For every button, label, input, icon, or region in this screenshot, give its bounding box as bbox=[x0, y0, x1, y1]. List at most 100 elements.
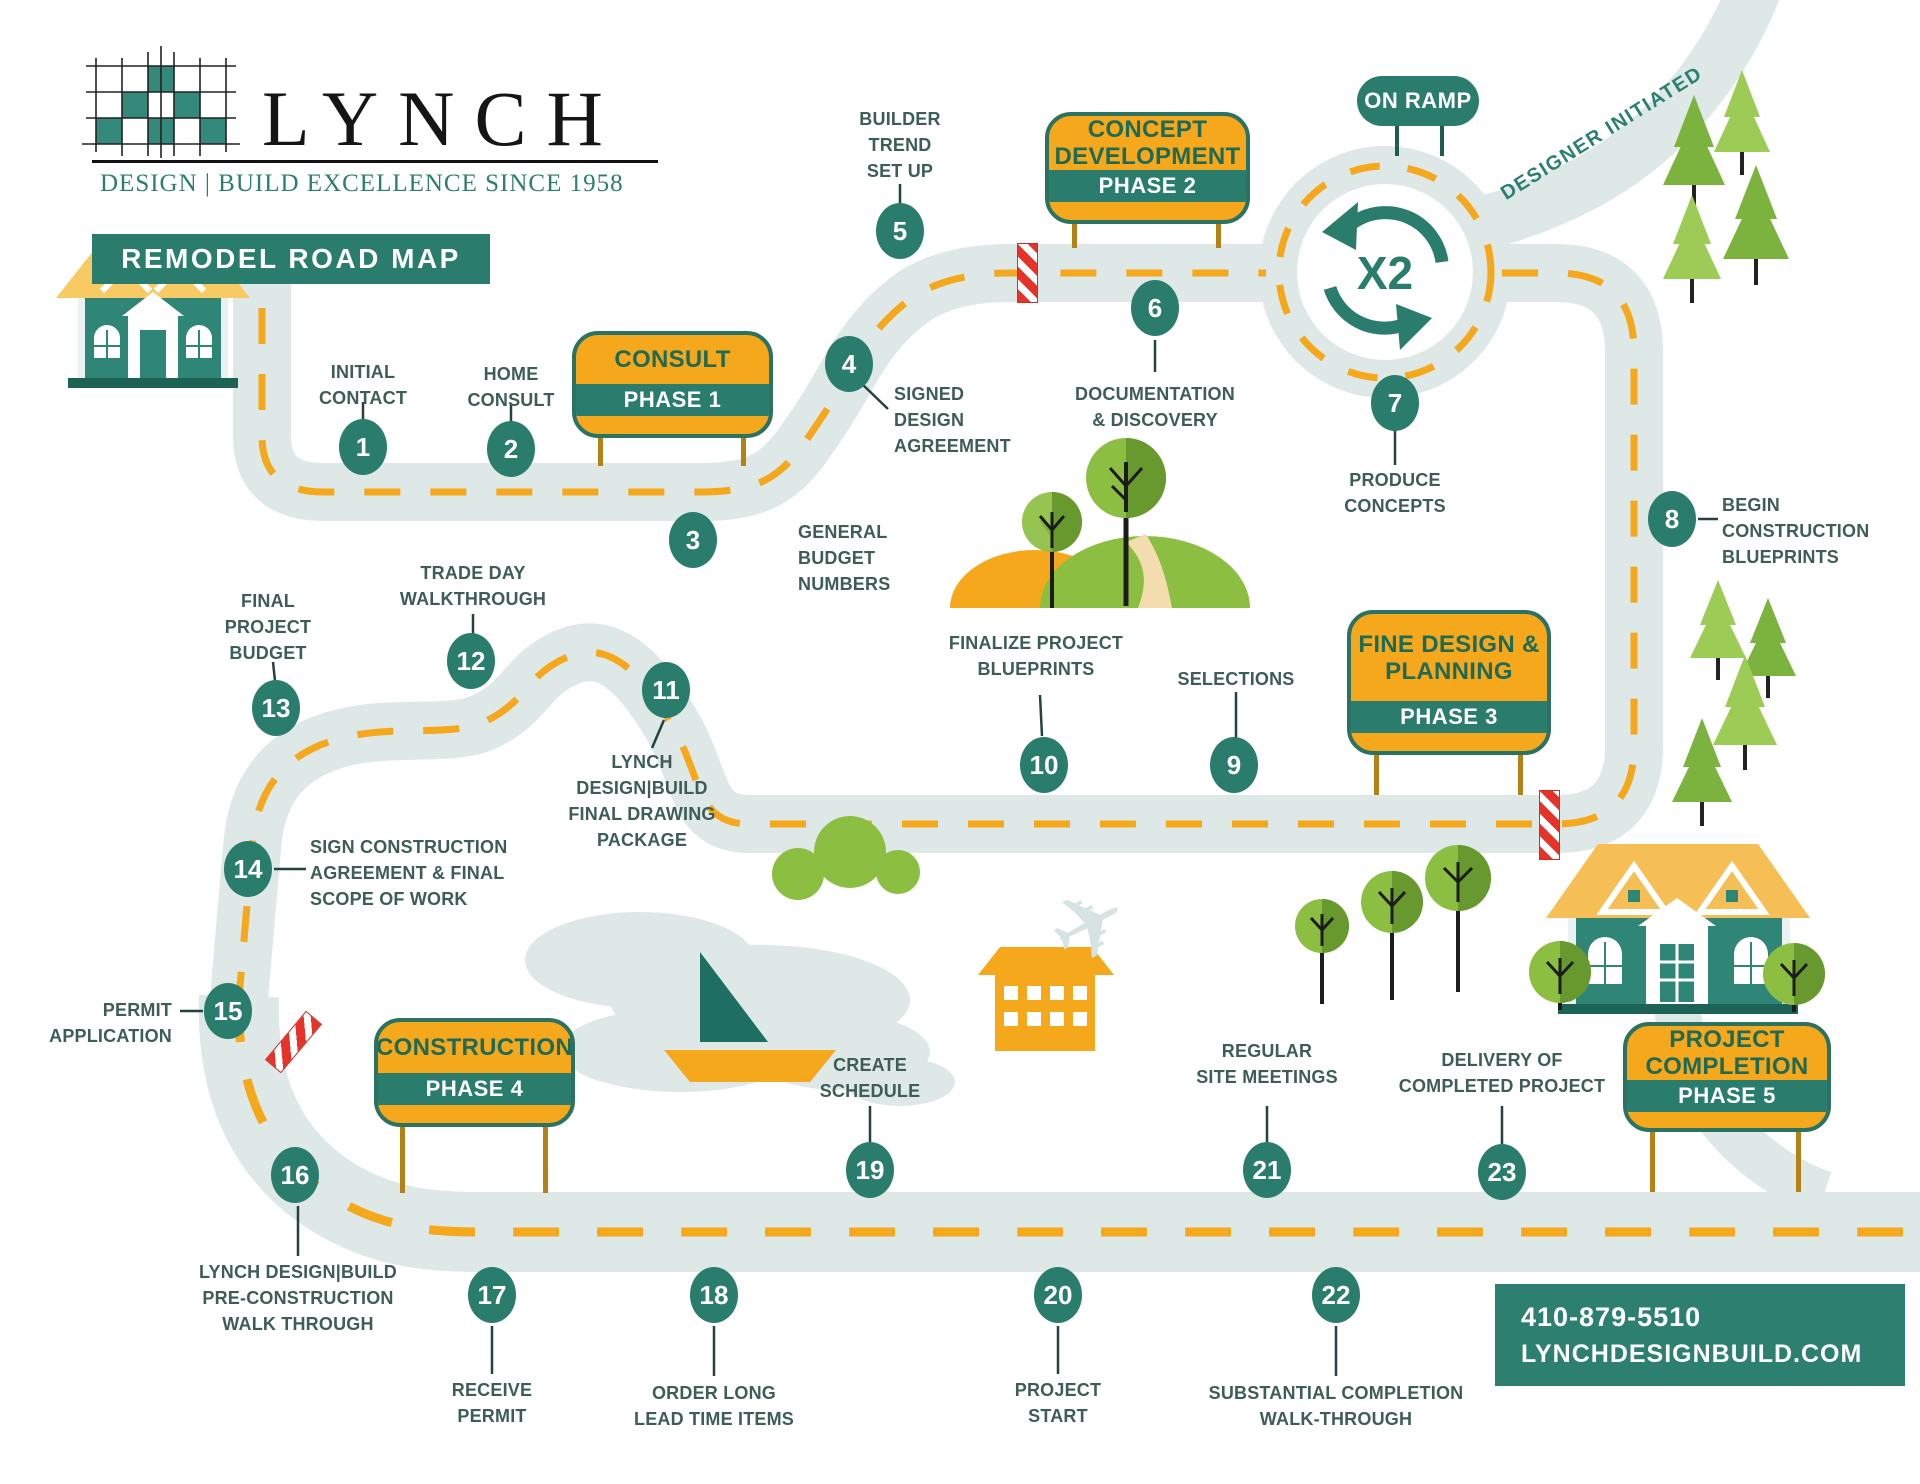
contact-footer: 410-879-5510 LYNCHDESIGNBUILD.COM bbox=[1495, 1284, 1905, 1386]
step-label-18: ORDER LONG LEAD TIME ITEMS bbox=[634, 1383, 794, 1429]
phase-5-sign: PROJECT COMPLETION PHASE 5 bbox=[1623, 1022, 1831, 1132]
step-label-11: LYNCH DESIGN|BUILD FINAL DRAWING PACKAGE bbox=[568, 752, 716, 850]
round-tree-icon bbox=[1022, 492, 1082, 608]
pine-trees-top-right bbox=[1663, 70, 1789, 303]
step-label-16: LYNCH DESIGN|BUILD PRE-CONSTRUCTION WALK… bbox=[199, 1262, 397, 1334]
step-circle-23: 23 bbox=[1478, 1144, 1526, 1200]
step-circle-17: 17 bbox=[468, 1267, 516, 1323]
sailboat-icon bbox=[664, 952, 836, 1082]
label-stems bbox=[180, 184, 1718, 1376]
roundabout-dash-line bbox=[1275, 162, 1495, 382]
step-label-1: INITIAL CONTACT bbox=[318, 362, 408, 408]
road-center-lines bbox=[234, 242, 1920, 1237]
sign-post bbox=[1518, 755, 1523, 795]
step-label-22: SUBSTANTIAL COMPLETION WALK-THROUGH bbox=[1208, 1383, 1464, 1429]
phase-1-badge: PHASE 1 bbox=[576, 384, 769, 416]
finished-house-icon bbox=[1529, 844, 1825, 1014]
step-label-13: FINAL PROJECT BUDGET bbox=[224, 591, 312, 663]
step-label-19: CREATE SCHEDULE bbox=[819, 1055, 921, 1101]
step-label-8: BEGIN CONSTRUCTION BLUEPRINTS bbox=[1722, 495, 1870, 567]
sign-post bbox=[1395, 126, 1399, 156]
step-label-5: BUILDER TREND SET UP bbox=[859, 109, 941, 181]
step-circle-12: 12 bbox=[447, 633, 495, 689]
step-label-4: SIGNED DESIGN AGREEMENT bbox=[894, 384, 1011, 456]
road-on-ramp bbox=[1456, 0, 1780, 255]
dash-line-start bbox=[258, 242, 1266, 496]
logo-wordmark: LYNCH bbox=[262, 75, 623, 162]
phase-2-badge: PHASE 2 bbox=[1049, 170, 1246, 202]
logo-tagline: DESIGN | BUILD EXCELLENCE SINCE 1958 bbox=[100, 170, 624, 197]
step-label-9: SELECTIONS bbox=[1177, 669, 1295, 689]
sign-post bbox=[1440, 126, 1444, 156]
step-circle-5: 5 bbox=[876, 203, 924, 259]
phase-5-title: PROJECT COMPLETION bbox=[1645, 1026, 1809, 1080]
step-label-21: REGULAR SITE MEETINGS bbox=[1196, 1041, 1338, 1087]
phase-3-sign: FINE DESIGN & PLANNING PHASE 3 bbox=[1347, 610, 1551, 755]
phase-2-title: CONCEPT DEVELOPMENT bbox=[1054, 116, 1241, 170]
step-label-10: FINALIZE PROJECT BLUEPRINTS bbox=[948, 633, 1124, 679]
step-circle-22: 22 bbox=[1312, 1267, 1360, 1323]
step-circle-14: 14 bbox=[224, 841, 272, 897]
phase-1-sign: CONSULT PHASE 1 bbox=[572, 331, 773, 438]
step-circle-8: 8 bbox=[1648, 491, 1696, 547]
step-label-2: HOME CONSULT bbox=[467, 364, 555, 410]
phase-3-title: FINE DESIGN & PLANNING bbox=[1358, 630, 1540, 685]
sign-post bbox=[1374, 755, 1379, 795]
phase-4-badge: PHASE 4 bbox=[378, 1073, 571, 1105]
on-ramp-sign: ON RAMP bbox=[1357, 76, 1479, 126]
step-circle-2: 2 bbox=[487, 421, 535, 477]
logo-rule bbox=[92, 160, 658, 163]
website-url: LYNCHDESIGNBUILD.COM bbox=[1521, 1339, 1863, 1368]
building-icon bbox=[978, 947, 1114, 1051]
phone-number: 410-879-5510 bbox=[1521, 1301, 1702, 1332]
step-circle-16: 16 bbox=[271, 1147, 319, 1203]
sign-post bbox=[400, 1127, 405, 1193]
phase-3-badge: PHASE 3 bbox=[1351, 701, 1547, 733]
sign-post bbox=[1216, 224, 1221, 248]
step-circle-20: 20 bbox=[1034, 1267, 1082, 1323]
step-circle-9: 9 bbox=[1210, 737, 1258, 793]
step-label-14: SIGN CONSTRUCTION AGREEMENT & FINAL SCOP… bbox=[310, 837, 508, 909]
road-barrier-icon bbox=[1539, 790, 1560, 860]
sign-post bbox=[1072, 224, 1077, 248]
sign-post bbox=[1796, 1132, 1801, 1192]
step-circle-6: 6 bbox=[1131, 280, 1179, 336]
step-label-15: PERMIT APPLICATION bbox=[49, 1000, 172, 1046]
x2-cycle-arrows-icon bbox=[1322, 202, 1449, 350]
step-label-23: DELIVERY OF COMPLETED PROJECT bbox=[1398, 1050, 1606, 1096]
step-label-6: DOCUMENTATION & DISCOVERY bbox=[1075, 384, 1235, 430]
step-label-20: PROJECT START bbox=[1014, 1380, 1102, 1426]
road-barrier-icon bbox=[1017, 243, 1038, 303]
dash-line-bottom bbox=[234, 995, 1920, 1237]
step-circle-21: 21 bbox=[1243, 1142, 1291, 1198]
step-circle-11: 11 bbox=[642, 662, 690, 718]
phase-2-sign: CONCEPT DEVELOPMENT PHASE 2 bbox=[1045, 112, 1250, 224]
round-trees-bottom bbox=[1295, 845, 1491, 1004]
step-circle-18: 18 bbox=[690, 1267, 738, 1323]
step-circle-3: 3 bbox=[669, 512, 717, 568]
round-tree-icon bbox=[1086, 438, 1166, 606]
sign-post bbox=[598, 438, 603, 466]
phase-5-badge: PHASE 5 bbox=[1627, 1080, 1827, 1112]
lynch-logo-grid-icon bbox=[82, 46, 240, 158]
step-circle-13: 13 bbox=[252, 680, 300, 736]
map-title-banner: REMODEL ROAD MAP bbox=[92, 234, 490, 284]
step-label-17: RECEIVE PERMIT bbox=[451, 1380, 533, 1426]
sign-post bbox=[543, 1127, 548, 1193]
lake-illustration bbox=[525, 912, 955, 1106]
phase-1-title: CONSULT bbox=[614, 346, 731, 373]
phase-4-title: CONSTRUCTION bbox=[376, 1034, 573, 1061]
step-circle-10: 10 bbox=[1020, 737, 1068, 793]
dash-line-middle bbox=[234, 269, 1638, 1015]
pine-trees-mid-right bbox=[1672, 580, 1796, 826]
hills-illustration bbox=[950, 534, 1250, 608]
phase-4-sign: CONSTRUCTION PHASE 4 bbox=[374, 1018, 575, 1127]
step-circle-19: 19 bbox=[846, 1142, 894, 1198]
sign-post bbox=[1650, 1132, 1655, 1192]
step-circle-7: 7 bbox=[1371, 375, 1419, 431]
roundabout-x2-label: X2 bbox=[1356, 247, 1414, 299]
lake-bushes-icon bbox=[772, 816, 920, 900]
step-label-3: GENERAL BUDGET NUMBERS bbox=[798, 522, 891, 594]
